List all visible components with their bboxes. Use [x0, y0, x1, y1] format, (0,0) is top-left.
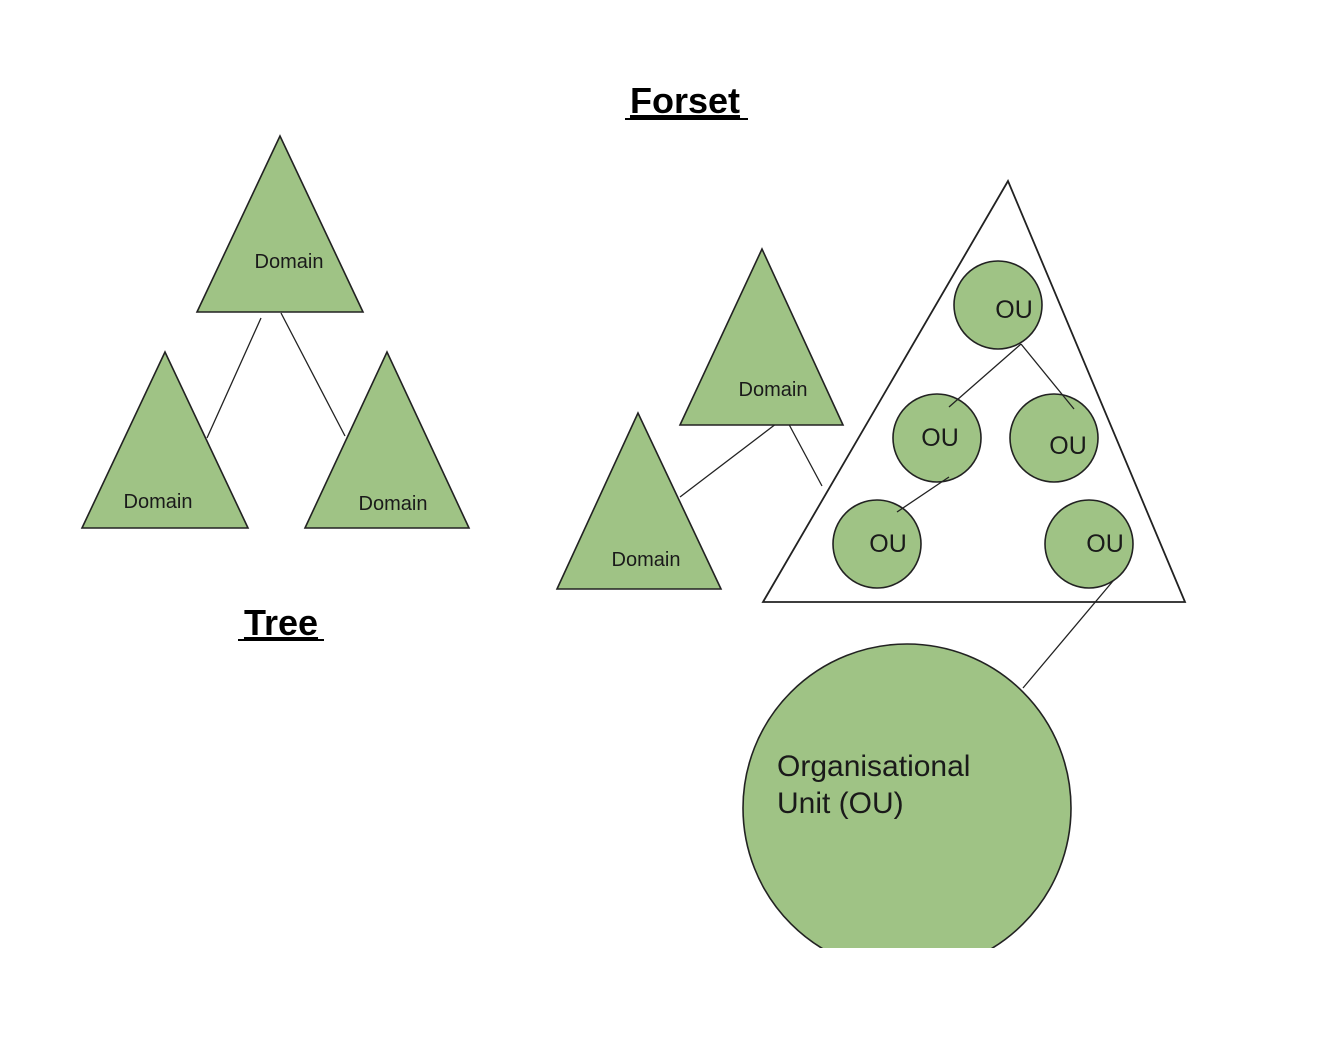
ou-top-label: OU — [995, 296, 1033, 324]
tree-top-domain-triangle — [195, 134, 365, 313]
organisational-unit-label-line1: Organisational — [777, 750, 970, 783]
organisational-unit-detail — [742, 643, 1072, 948]
tree-right-domain-triangle — [303, 350, 471, 529]
ou-mid-right-label: OU — [1049, 432, 1087, 460]
ou-bottom-right-label: OU — [1086, 530, 1124, 558]
tree-connector-right — [280, 312, 346, 437]
forest-upper-domain-triangle — [678, 247, 845, 426]
tree-heading: Tree — [244, 602, 318, 643]
ou-bottom-left-label: OU — [869, 530, 907, 558]
tree-connector-left — [206, 317, 262, 439]
tree-left-domain-triangle — [80, 350, 250, 529]
ou-mid-left-circle — [892, 393, 982, 483]
forest-lower-domain-label: Domain — [612, 549, 681, 571]
ou-connector-midleft-bottomleft — [896, 476, 950, 513]
organisational-unit-circle — [742, 643, 1072, 948]
organisational-unit-label-line2: Unit (OU) — [777, 787, 904, 820]
forest-ou-container-triangle — [761, 178, 1187, 603]
ou-mid-left-label: OU — [921, 424, 959, 452]
tree-diagram: Domain Domain Domain — [80, 134, 471, 529]
tree-right-domain-label: Domain — [359, 493, 428, 515]
tree-top-domain-label: Domain — [255, 251, 324, 273]
forest-diagram: Domain Domain OU OU OU OU OU — [555, 178, 1187, 689]
tree-left-domain-label: Domain — [124, 491, 193, 513]
forest-upper-domain-label: Domain — [739, 379, 808, 401]
ou-zoom-connector — [1022, 580, 1114, 689]
ou-top-circle — [953, 260, 1043, 350]
forest-connector-domain-lower — [679, 416, 786, 498]
ou-bottom-left-circle — [832, 499, 922, 589]
forest-lower-domain-triangle — [555, 411, 723, 590]
forest-heading: Forset — [630, 80, 740, 121]
ou-bottom-right-circle — [1044, 499, 1134, 589]
forest-connector-domain-ou — [784, 416, 823, 487]
ou-connector-top-midright — [1020, 343, 1075, 410]
ou-mid-right-circle — [1009, 393, 1099, 483]
ou-connector-top-midleft — [948, 343, 1022, 408]
